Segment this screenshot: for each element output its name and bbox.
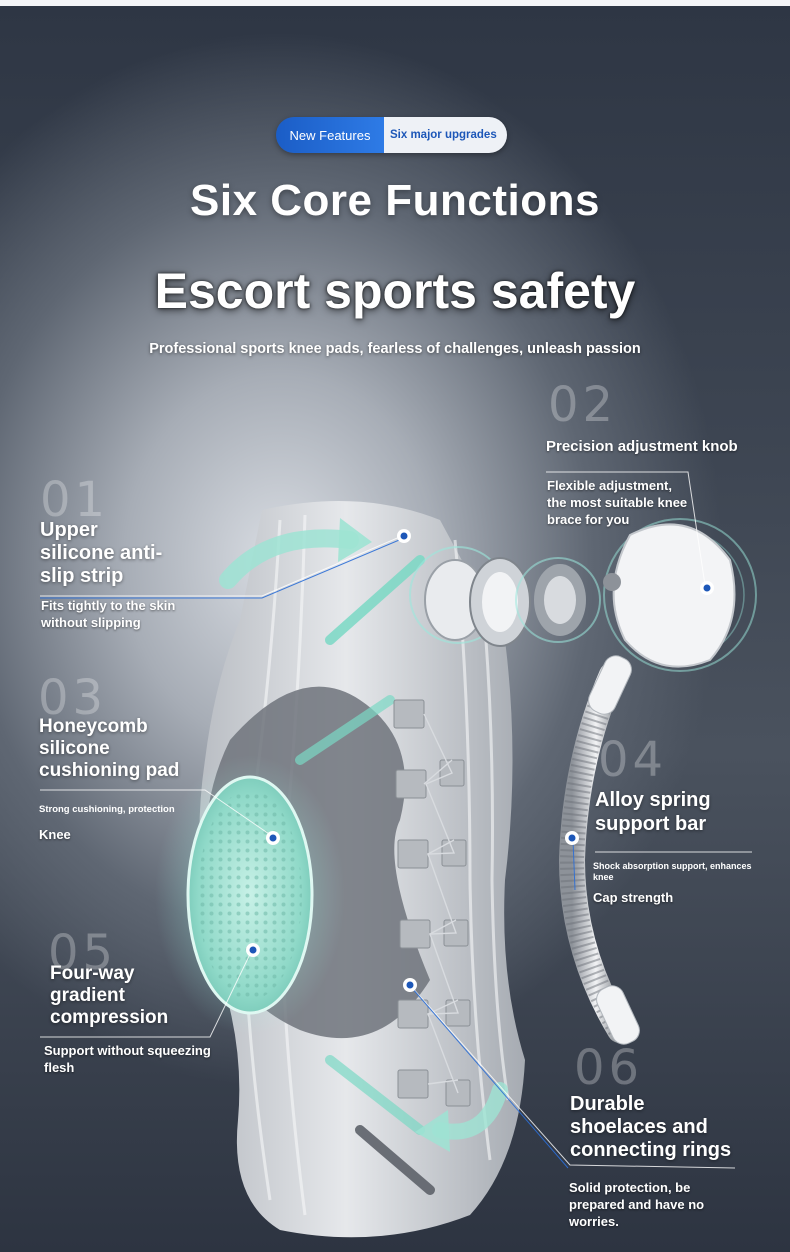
feature-number-02: 02 bbox=[548, 377, 618, 433]
feature-desc-03: Knee bbox=[39, 827, 71, 842]
new-features-badge: New Features Six major upgrades bbox=[276, 117, 507, 153]
headline: Escort sports safety bbox=[154, 263, 636, 319]
feature-number-04: 04 bbox=[598, 732, 668, 788]
page-title: Six Core Functions bbox=[190, 176, 600, 225]
feature-number-01: 01 bbox=[40, 472, 110, 528]
feature-title-02: Precision adjustment knob bbox=[546, 438, 738, 455]
feature-title-03: Honeycomb silicone cushioning pad bbox=[39, 716, 180, 781]
feature-desc-01: Fits tightly to the skin without slippin… bbox=[41, 598, 176, 630]
callout-dot-icon bbox=[246, 529, 714, 992]
badge-left-label: New Features bbox=[276, 117, 384, 153]
feature-desc-04: Cap strength bbox=[593, 890, 674, 905]
feature-title-06: Durable shoelaces and connecting rings bbox=[570, 1093, 732, 1161]
feature-desc-small-04: Shock absorption support, enhances knee bbox=[593, 861, 752, 882]
feature-title-01: Upper silicone anti- slip strip bbox=[40, 519, 163, 587]
feature-title-05: Four-way gradient compression bbox=[50, 963, 169, 1028]
feature-number-03: 03 bbox=[38, 670, 108, 726]
top-border bbox=[0, 0, 790, 6]
feature-number-05: 05 bbox=[48, 925, 118, 981]
arrow-curve-icon bbox=[219, 529, 359, 589]
subtitle: Professional sports knee pads, fearless … bbox=[149, 341, 641, 357]
feature-number-06: 06 bbox=[574, 1040, 644, 1096]
feature-desc-02: Flexible adjustment, the most suitable k… bbox=[547, 478, 688, 527]
feature-desc-05: Support without squeezing flesh bbox=[44, 1043, 211, 1075]
spring-bar bbox=[558, 655, 640, 1045]
feature-desc-small-03: Strong cushioning, protection bbox=[39, 804, 175, 815]
feature-desc-06: Solid protection, be prepared and have n… bbox=[569, 1180, 705, 1229]
adjustment-knob bbox=[409, 518, 757, 672]
feature-title-04: Alloy spring support bar bbox=[595, 789, 711, 835]
badge-right-label: Six major upgrades bbox=[384, 117, 507, 153]
